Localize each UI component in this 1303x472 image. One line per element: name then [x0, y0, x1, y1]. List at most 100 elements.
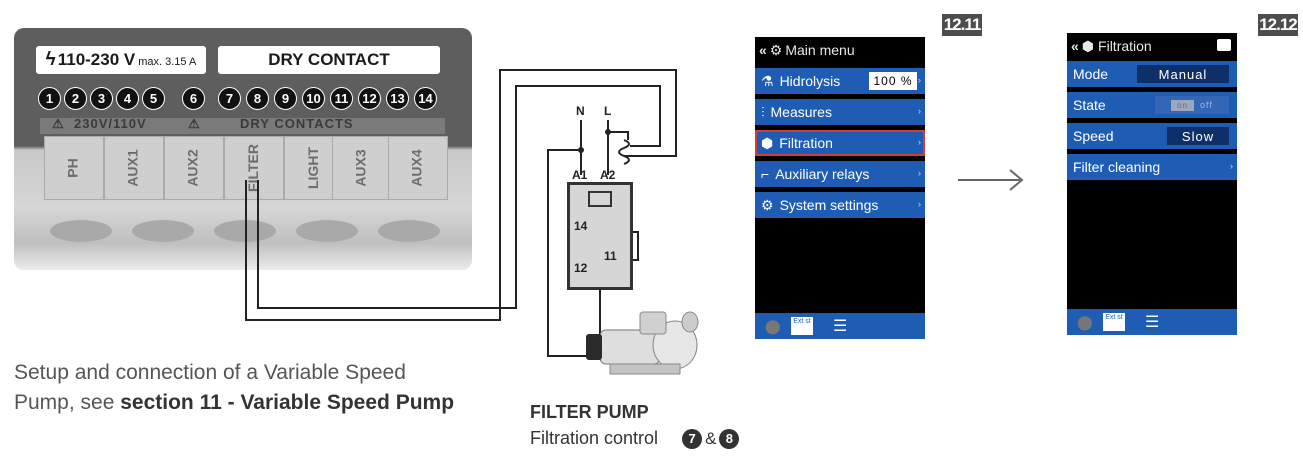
- chevron-icon: ›: [918, 199, 921, 209]
- strip-warning-icon: ⚠: [188, 118, 201, 131]
- chevron-icon: ›: [918, 168, 921, 178]
- ampersand: &: [705, 428, 717, 448]
- chevron-icon: ›: [1230, 161, 1233, 171]
- hidrolysis-value: 100 %: [869, 72, 917, 90]
- label-l: L: [604, 104, 612, 118]
- voltage-label: ϟ 110-230 V max. 3.15 A: [36, 46, 206, 74]
- cable-hole: [50, 220, 112, 242]
- mode-value[interactable]: Manual: [1137, 65, 1229, 83]
- state-toggle[interactable]: on off: [1155, 96, 1229, 114]
- filtration-icon: ⬢: [1081, 37, 1095, 54]
- row-filter-cleaning[interactable]: Filter cleaning ›: [1067, 154, 1237, 180]
- label-12: 12: [574, 261, 588, 275]
- back-icon[interactable]: «: [759, 42, 767, 58]
- voltage-main: 110-230 V: [57, 50, 136, 69]
- chevron-icon: ›: [918, 106, 921, 116]
- strip-voltage-text: 230V/110V: [74, 118, 147, 131]
- menu-item-hidrolysis[interactable]: ⚗ Hidrolysis 100 % ›: [755, 68, 925, 94]
- ext-status-box[interactable]: Ext st: [791, 317, 813, 335]
- pump-status-icon: [1217, 39, 1231, 51]
- screen-title: Main menu: [785, 42, 855, 58]
- terminal-number: 9: [274, 87, 297, 110]
- terminal-number: 5: [142, 87, 165, 110]
- screen-footer: ⬤ Ext st ☰: [1067, 309, 1237, 335]
- screen-header: « ⬢ Filtration: [1067, 33, 1237, 59]
- cable-hole: [378, 220, 440, 242]
- settings-icon: ⚙: [769, 41, 783, 58]
- chevron-icon: ›: [918, 75, 921, 85]
- filtration-screen: « ⬢ Filtration Mode Manual State on off …: [1067, 33, 1237, 335]
- strip-dry-text: DRY CONTACTS: [240, 118, 354, 131]
- wire-l: [607, 120, 629, 175]
- terminal-number: 11: [330, 87, 353, 110]
- chevron-icon: ›: [918, 137, 921, 147]
- screen-header: « ⚙ Main menu: [755, 37, 925, 63]
- label-n: N: [576, 104, 585, 118]
- dry-contact-label: DRY CONTACT: [218, 46, 440, 74]
- label-14: 14: [574, 219, 588, 233]
- list-icon[interactable]: ☰: [1145, 314, 1160, 331]
- filtration-icon: ⬢: [761, 134, 774, 151]
- relay-coil-icon: [588, 191, 612, 207]
- terminal-output: [164, 136, 224, 200]
- setup-line1: Setup and connection of a Variable Speed: [14, 361, 406, 384]
- pump-subtitle: Filtration control 7 & 8: [530, 428, 740, 449]
- terminal-number: 6: [182, 87, 205, 110]
- section-reference: section 11 - Variable Speed Pump: [120, 391, 455, 414]
- figure-badge: 12.11: [942, 14, 982, 36]
- terminal-number: 7: [682, 428, 703, 449]
- terminal-number: 7: [218, 87, 241, 110]
- terminal-output: [332, 136, 392, 200]
- terminal-number: 13: [386, 87, 409, 110]
- relay-icon: ⌐: [761, 166, 770, 182]
- label-a1: A1: [572, 168, 588, 182]
- row-mode[interactable]: Mode Manual: [1067, 61, 1237, 87]
- terminal-number: 3: [90, 87, 113, 110]
- row-state[interactable]: State on off: [1067, 92, 1237, 118]
- row-speed[interactable]: Speed Slow: [1067, 123, 1237, 149]
- terminal-number: 10: [302, 87, 325, 110]
- lightning-icon: ϟ: [45, 49, 56, 70]
- cable-hole: [132, 220, 194, 242]
- label-a2: A2: [600, 168, 616, 182]
- menu-item-auxiliary-relays[interactable]: ⌐ Auxiliary relays ›: [755, 161, 925, 187]
- cable-hole: [296, 220, 358, 242]
- strip-warning-icon: ⚠: [52, 118, 65, 131]
- wire-terminal-8: [257, 85, 661, 309]
- menu-item-system-settings[interactable]: ⚙ System settings ›: [755, 192, 925, 218]
- terminal-output: [44, 136, 104, 200]
- screen-footer: ⬤ Ext st ☰: [755, 313, 925, 339]
- terminal-output: [224, 136, 284, 200]
- terminal-number: 1: [38, 87, 61, 110]
- pump-subtitle-text: Filtration control: [530, 428, 659, 448]
- figure-badge: 12.12: [1258, 14, 1298, 36]
- voltage-max: max. 3.15 A: [138, 55, 197, 68]
- setup-caption: Setup and connection of a Variable Speed…: [14, 358, 514, 418]
- back-icon[interactable]: «: [1071, 38, 1079, 54]
- terminal-number: 14: [414, 87, 437, 110]
- label-11: 11: [604, 249, 617, 263]
- menu-item-measures[interactable]: ⫶ Measures ›: [755, 99, 925, 125]
- terminal-number: 12: [358, 87, 381, 110]
- filter-pump-drawing: [586, 311, 699, 375]
- speed-value[interactable]: Slow: [1167, 127, 1229, 145]
- terminal-number: 4: [116, 87, 139, 110]
- menu-item-filtration[interactable]: ⬢ Filtration ›: [755, 130, 925, 156]
- pump-title: FILTER PUMP: [530, 402, 649, 422]
- arrow-right-icon: [958, 169, 1024, 191]
- terminal-strip: ⚠ 230V/110V ⚠ DRY CONTACTS: [40, 118, 445, 134]
- list-icon[interactable]: ☰: [833, 318, 848, 335]
- wire-loop: [618, 139, 630, 165]
- status-icon: ⬤: [1077, 314, 1093, 330]
- main-menu-screen: « ⚙ Main menu ⚗ Hidrolysis 100 % › ⫶ Mea…: [755, 37, 925, 339]
- terminal-output: [104, 136, 164, 200]
- ext-status-box[interactable]: Ext st: [1103, 313, 1125, 331]
- terminal-number: 8: [719, 428, 740, 449]
- hidrolysis-icon: ⚗: [761, 72, 774, 89]
- terminal-output: [388, 136, 448, 200]
- status-icon: ⬤: [765, 318, 781, 334]
- screen-title: Filtration: [1098, 38, 1152, 54]
- wire-pump-left: [547, 149, 600, 357]
- relay-module: 14 11 12: [567, 182, 633, 290]
- gear-icon: ⚙: [761, 196, 774, 213]
